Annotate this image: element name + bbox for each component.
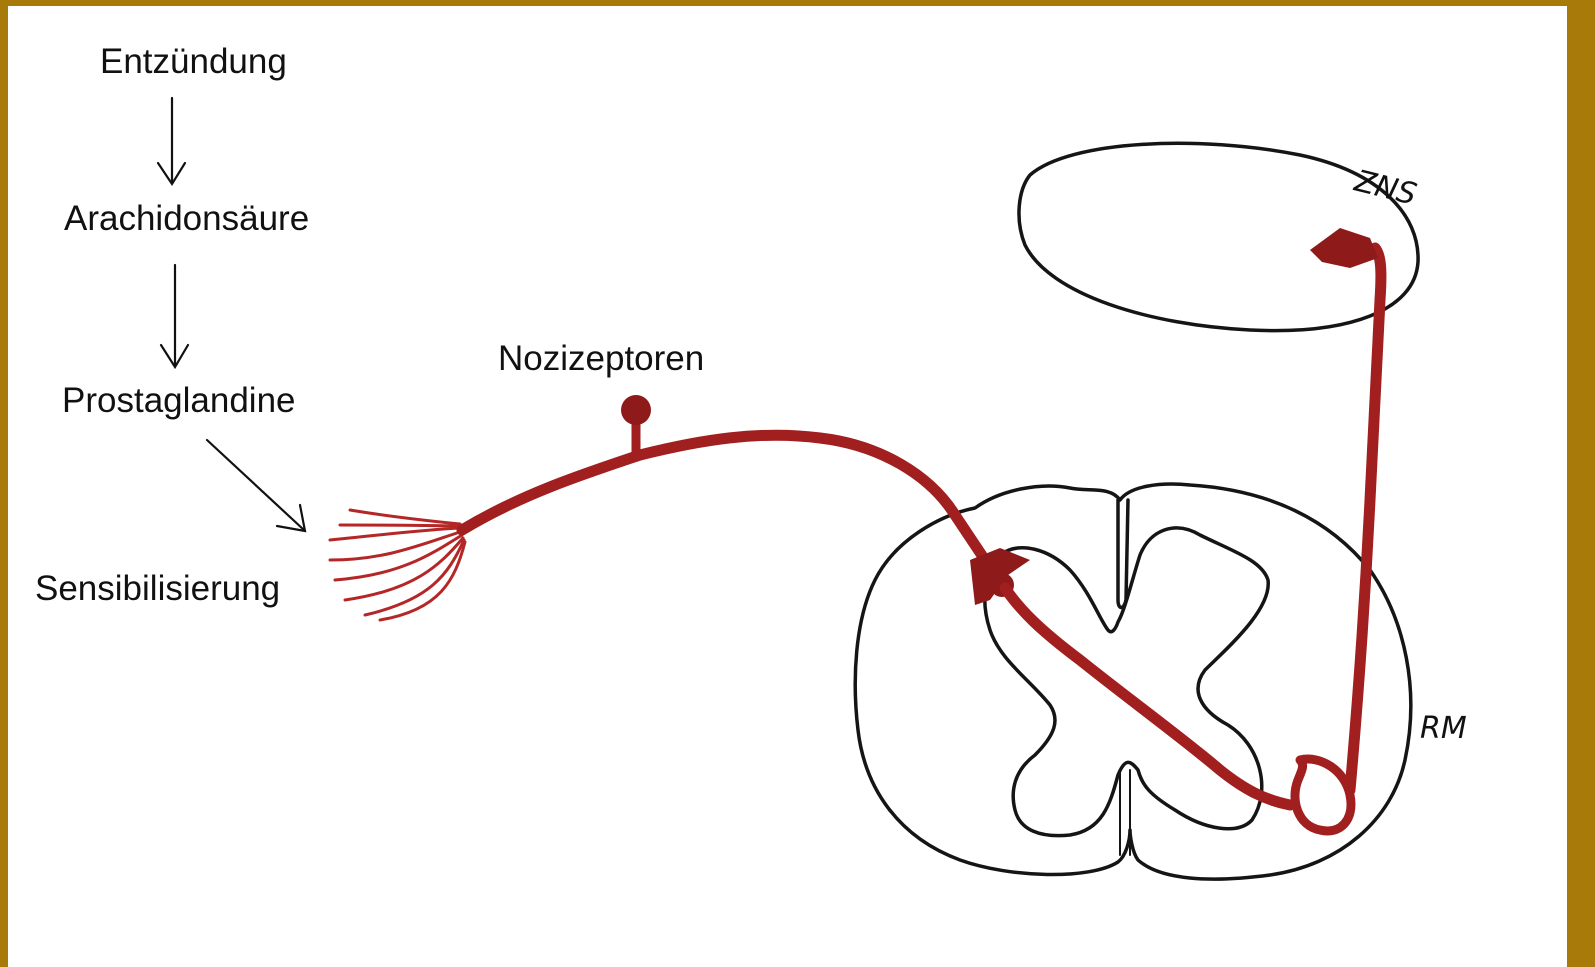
arrow-1: [158, 98, 185, 184]
arrow-3: [207, 440, 305, 531]
nociceptor-cell-body: [621, 395, 651, 425]
ascending-fibre: [1350, 248, 1381, 790]
label-prostaglandine: Prostaglandine: [62, 381, 296, 420]
label-zns: ZNS: [1350, 163, 1420, 212]
tract-loop: [1295, 759, 1351, 831]
label-arachidonsaeure: Arachidonsäure: [64, 199, 309, 238]
label-nozizeptoren: Nozizeptoren: [498, 339, 704, 378]
free-nerve-endings: [330, 510, 465, 620]
label-rm: RM: [1420, 711, 1467, 746]
crossing-fibre: [1005, 588, 1290, 805]
cns-terminal: [1310, 228, 1378, 268]
label-sensibilisierung: Sensibilisierung: [35, 569, 280, 608]
central-canal: [1118, 500, 1128, 608]
spinal-cord-outline: [855, 484, 1411, 879]
label-entzuendung: Entzündung: [100, 42, 287, 81]
arrow-2: [161, 265, 188, 367]
